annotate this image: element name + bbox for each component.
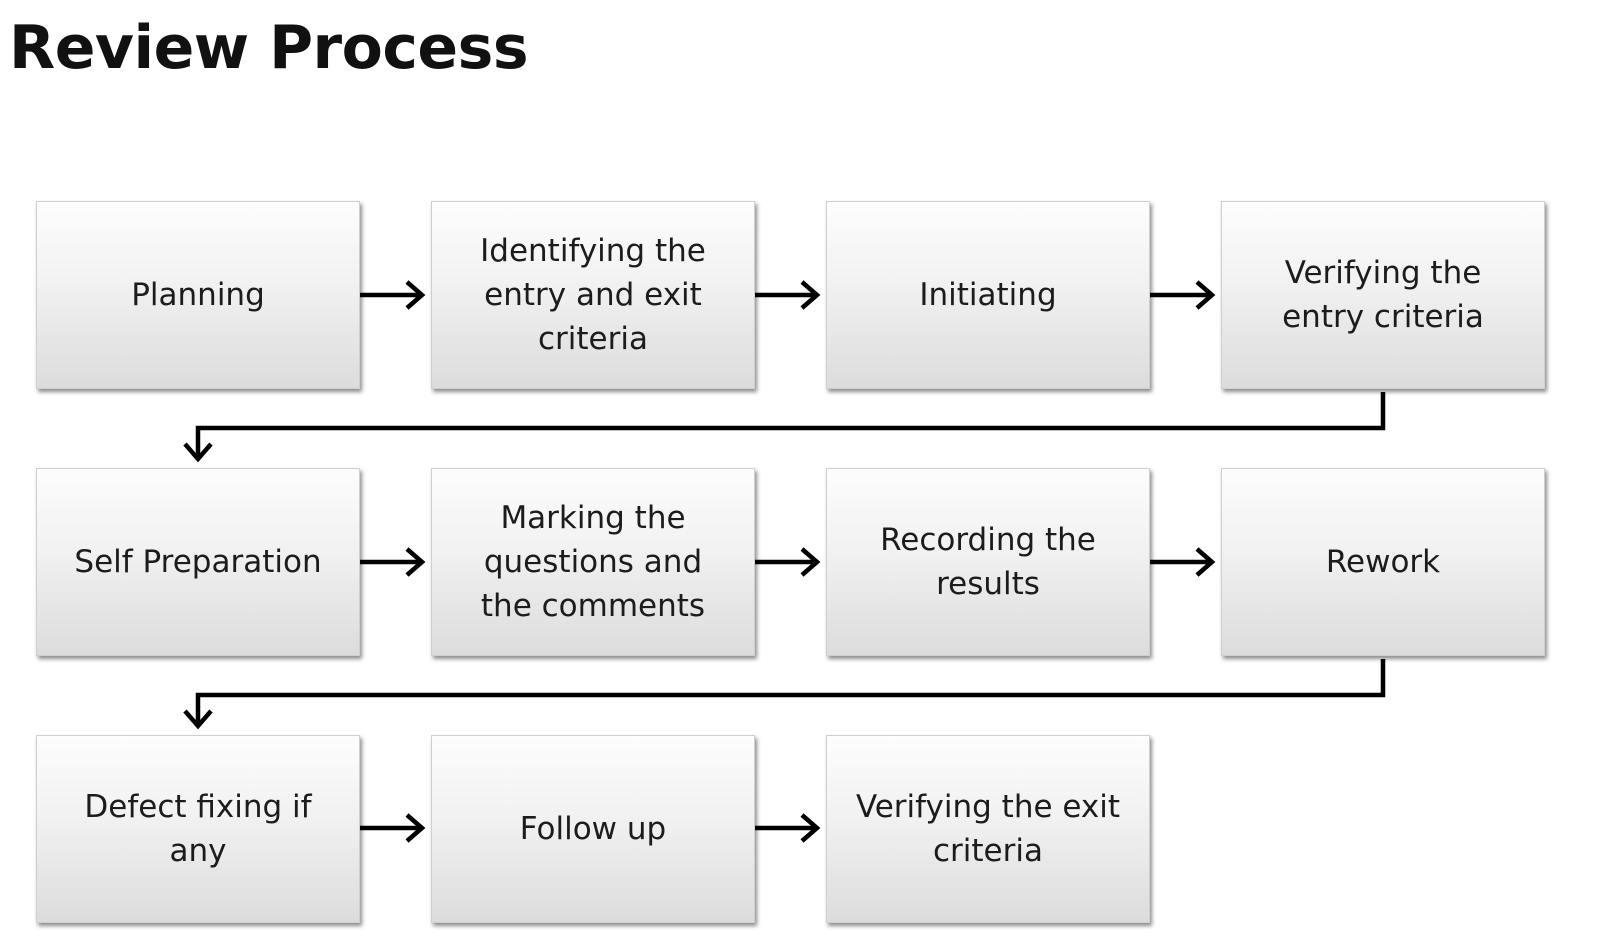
step-label: Verifying the exit criteria — [855, 789, 1121, 869]
step-label: Follow up — [519, 811, 667, 847]
arrow-down-connector-icon — [183, 392, 1386, 463]
step-rework: Rework — [1221, 468, 1545, 656]
step-initiating: Initiating — [826, 201, 1150, 389]
page-title: Review Process — [9, 13, 529, 83]
step-label: Planning — [131, 277, 265, 313]
step-label: Rework — [1325, 544, 1441, 580]
arrow-right-icon — [360, 547, 426, 577]
arrow-right-icon — [1150, 280, 1216, 310]
step-verifying-entry: Verifying the entry criteria — [1221, 201, 1545, 389]
step-recording: Recording the results — [826, 468, 1150, 656]
step-planning: Planning — [36, 201, 360, 389]
arrow-right-icon — [1150, 547, 1216, 577]
step-label: Initiating — [919, 277, 1057, 313]
step-verifying-exit: Verifying the exit criteria — [826, 735, 1150, 923]
arrow-right-icon — [360, 280, 426, 310]
step-follow-up: Follow up — [431, 735, 755, 923]
step-label: Recording the results — [880, 522, 1096, 602]
step-self-preparation: Self Preparation — [36, 468, 360, 656]
arrow-right-icon — [360, 813, 426, 843]
arrow-down-connector-icon — [183, 659, 1386, 730]
step-label: Verifying the entry criteria — [1282, 255, 1484, 335]
step-identifying: Identifying the entry and exit criteria — [431, 201, 755, 389]
step-label: Defect fixing if any — [84, 789, 312, 869]
step-defect-fixing: Defect fixing if any — [36, 735, 360, 923]
arrow-right-icon — [755, 280, 821, 310]
arrow-right-icon — [755, 547, 821, 577]
step-label: Identifying the entry and exit criteria — [480, 233, 706, 357]
step-marking: Marking the questions and the comments — [431, 468, 755, 656]
step-label: Marking the questions and the comments — [480, 500, 706, 624]
step-label: Self Preparation — [74, 544, 322, 580]
arrow-right-icon — [755, 813, 821, 843]
